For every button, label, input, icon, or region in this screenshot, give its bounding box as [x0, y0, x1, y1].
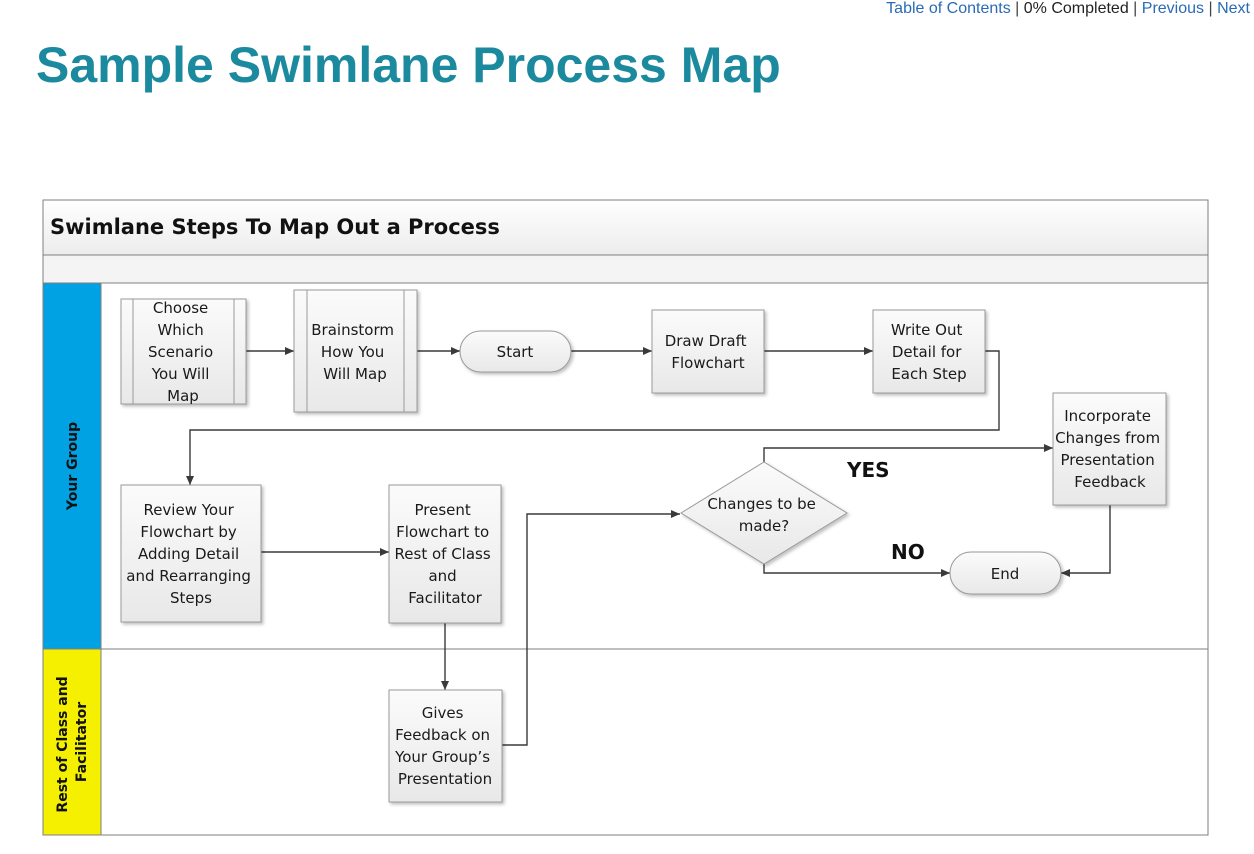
- yes-label: YES: [846, 458, 890, 482]
- node-line: Draw Draft: [665, 332, 747, 350]
- node-line: Your Group’s: [394, 748, 490, 766]
- node-line: made?: [739, 517, 790, 535]
- node-line: You Will: [151, 365, 210, 383]
- node-changes-text: Changes to be made?: [707, 495, 820, 535]
- node-writeout-text: Write Out Detail for Each Step: [891, 321, 967, 383]
- lane-label-line: Facilitator: [74, 702, 90, 782]
- node-brainstorm: Brainstorm How You Will Map: [293, 289, 418, 413]
- node-line: Facilitator: [408, 589, 482, 607]
- node-line: Adding Detail: [138, 545, 239, 563]
- node-feedback: Gives Feedback on Your Group’s Presentat…: [388, 689, 503, 803]
- node-end-text: End: [991, 565, 1020, 583]
- node-line: Choose: [153, 299, 208, 317]
- node-line: Flowchart: [671, 354, 744, 372]
- diagram-title-bar: [42, 199, 1209, 256]
- node-incorporate-text: Incorporate Changes from Presentation Fe…: [1055, 407, 1165, 491]
- node-line: Rest of Class: [395, 545, 491, 563]
- node-line: Will Map: [323, 365, 386, 383]
- lane-label-your-group: Your Group: [65, 422, 81, 511]
- node-writeout: Write Out Detail for Each Step: [872, 309, 986, 394]
- arrow-feedback-changes: [502, 510, 680, 746]
- node-line: Changes to be: [707, 495, 816, 513]
- node-line: Write Out: [891, 321, 963, 339]
- node-brainstorm-text: Brainstorm How You Will Map: [311, 321, 399, 383]
- node-start-text: Start: [497, 343, 534, 361]
- lane-rest-of-class: [42, 648, 1209, 836]
- node-choose: Choose Which Scenario You Will Map: [120, 298, 247, 405]
- lane-label-line: Rest of Class and: [55, 676, 71, 812]
- lane-label-rest-of-class: Rest of Class and Facilitator: [55, 671, 90, 812]
- nav-separator: |: [1015, 0, 1020, 17]
- node-line: Flowchart by: [140, 523, 237, 541]
- node-line: Each Step: [891, 365, 966, 383]
- node-line: Map: [167, 387, 199, 405]
- previous-link[interactable]: Previous: [1141, 0, 1205, 17]
- node-line: Review Your: [143, 501, 234, 519]
- node-line: Which: [157, 321, 203, 339]
- node-review: Review Your Flowchart by Adding Detail a…: [120, 484, 262, 623]
- node-changes-decision: Changes to be made?: [680, 461, 848, 565]
- node-line: Presentation: [1061, 451, 1155, 469]
- arrow-writeout-review: [186, 350, 1000, 485]
- node-feedback-text: Gives Feedback on Your Group’s Presentat…: [394, 704, 495, 788]
- node-line: Presentation: [398, 770, 492, 788]
- diagram-title: Swimlane Steps To Map Out a Process: [50, 215, 500, 239]
- node-incorporate: Incorporate Changes from Presentation Fe…: [1052, 392, 1167, 506]
- node-line: Scenario: [148, 343, 213, 361]
- node-draft: Draw Draft Flowchart: [651, 309, 765, 394]
- node-line: Flowchart to: [396, 523, 489, 541]
- nav-separator: |: [1208, 0, 1213, 17]
- node-start: Start: [459, 330, 572, 373]
- node-line: Changes from: [1055, 429, 1160, 447]
- node-line: Feedback: [1074, 473, 1146, 491]
- top-navigation: Table of Contents | 0% Completed | Previ…: [886, 0, 1250, 18]
- node-line: Feedback on: [395, 726, 490, 744]
- node-choose-text: Choose Which Scenario You Will Map: [148, 299, 218, 405]
- progress-text: 0% Completed: [1023, 0, 1129, 17]
- arrow-yes: [763, 444, 1053, 462]
- node-line: Steps: [170, 589, 212, 607]
- node-present-text: Present Flowchart to Rest of Class and F…: [395, 501, 496, 607]
- arrow-incorporate-end: [1061, 505, 1111, 577]
- node-review-text: Review Your Flowchart by Adding Detail a…: [126, 501, 255, 607]
- page-title: Sample Swimlane Process Map: [36, 37, 781, 93]
- node-line: Present: [414, 501, 470, 519]
- lane-header-rest-of-class: [42, 648, 102, 836]
- node-end: End: [949, 551, 1062, 595]
- next-link[interactable]: Next: [1217, 0, 1250, 17]
- node-line: Gives: [422, 704, 464, 722]
- no-label: NO: [891, 540, 925, 564]
- node-line: and Rearranging: [126, 567, 251, 585]
- node-draft-text: Draw Draft Flowchart: [665, 332, 752, 372]
- table-of-contents-link[interactable]: Table of Contents: [886, 0, 1011, 17]
- node-line: and: [428, 567, 456, 585]
- node-line: Detail for: [892, 343, 962, 361]
- connectors: [186, 347, 1111, 746]
- node-present: Present Flowchart to Rest of Class and F…: [388, 484, 502, 624]
- lane-header-your-group: [42, 282, 102, 650]
- nav-separator: |: [1133, 0, 1138, 17]
- arrow-no: [763, 563, 950, 577]
- diagram-header-strip: [42, 254, 1209, 284]
- node-line: Incorporate: [1064, 407, 1151, 425]
- node-line: Brainstorm: [311, 321, 394, 339]
- node-line: How You: [321, 343, 384, 361]
